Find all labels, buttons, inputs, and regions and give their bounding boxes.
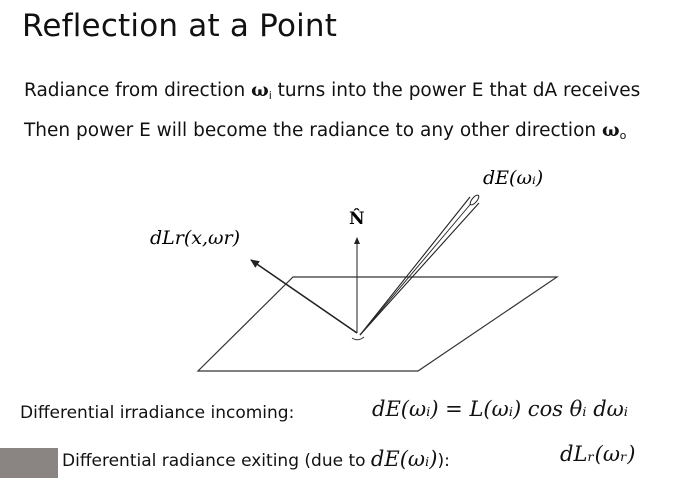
eq2-formula: dLᵣ(ωᵣ) (560, 442, 636, 466)
eq2-label-after: ): (437, 451, 450, 471)
reflected-label: dLr(x,ωr) (150, 227, 240, 249)
line2-before: Then power E will become the radiance to… (24, 120, 602, 141)
video-thumbnail (0, 448, 58, 478)
normal-label: N̂ (349, 209, 365, 229)
text-line-1: Radiance from direction ωi turns into th… (24, 80, 640, 102)
text-line-2: Then power E will become the radiance to… (24, 120, 626, 142)
omega-o-symbol: ω (602, 120, 620, 141)
eq1-formula: dE(ωᵢ) = L(ωᵢ) cos θᵢ dωᵢ (372, 397, 628, 421)
omega-i-symbol: ω (251, 80, 269, 101)
incident-angle-arc (351, 336, 365, 341)
eq2-label-math: dE(ωᵢ) (370, 447, 438, 471)
line1-after: turns into the power E that dA receives (271, 80, 641, 101)
slide-title: Reflection at a Point (22, 8, 338, 44)
reflected-ray-arrow (250, 259, 358, 334)
eq2-label-before: Differential radiance exiting (due to (62, 451, 371, 471)
surface-plane (196, 276, 559, 372)
incident-solid-angle-cone (359, 194, 480, 336)
incident-label: dE(ωᵢ) (483, 167, 543, 189)
eq1-label: Differential irradiance incoming: (20, 403, 295, 423)
omega-i-subscript: i (268, 89, 272, 102)
eq2-label: Differential radiance exiting (due to dE… (62, 447, 450, 471)
omega-o-subscript: o (619, 129, 627, 142)
line1-before: Radiance from direction (24, 80, 252, 101)
